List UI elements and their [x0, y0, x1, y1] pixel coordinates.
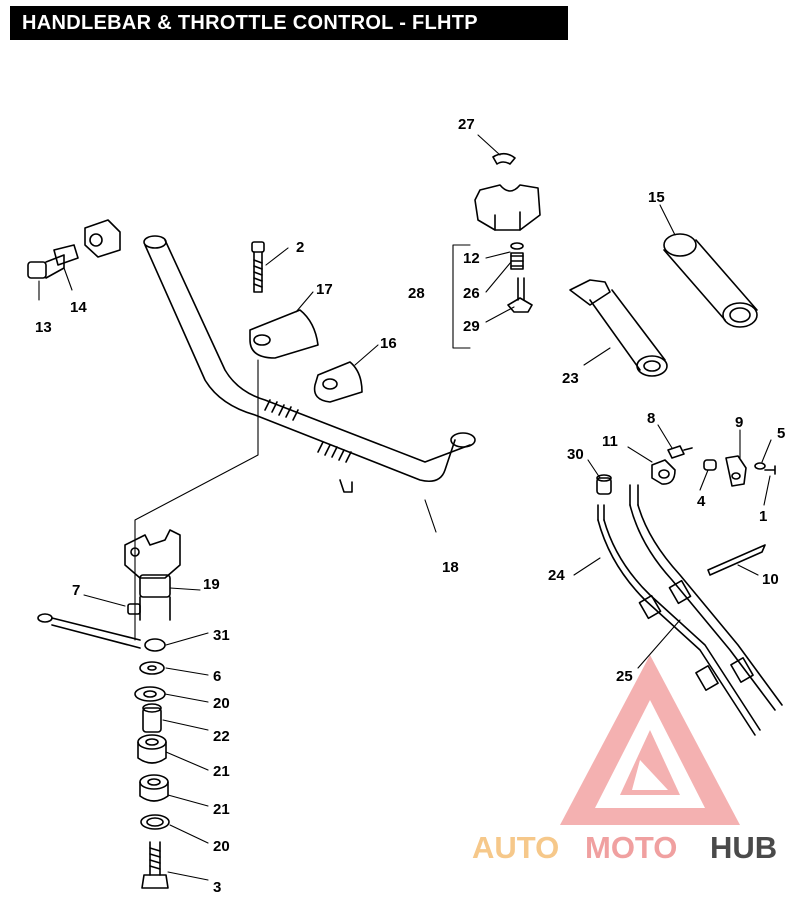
callout-20-lower: 20	[213, 838, 230, 855]
friction-screw-29	[507, 277, 533, 313]
callout-21-upper: 21	[213, 763, 230, 780]
sleeve-22	[142, 703, 162, 733]
watermark-text-auto: AUTO	[472, 830, 559, 865]
spring-26	[510, 252, 524, 270]
callout-2: 2	[296, 239, 304, 256]
bracket-9	[725, 455, 747, 487]
callout-6: 6	[213, 668, 221, 685]
throttle-grip-23	[569, 279, 668, 377]
grip-15	[663, 233, 758, 328]
callout-28: 28	[408, 285, 425, 302]
spring-12	[510, 242, 524, 250]
callout-16: 16	[380, 335, 397, 352]
callout-4: 4	[697, 493, 706, 510]
pin-8	[667, 445, 693, 459]
callout-11: 11	[602, 433, 618, 450]
washer-20-upper	[134, 686, 166, 702]
callout-13: 13	[35, 319, 52, 336]
callout-26: 26	[463, 285, 480, 302]
callout-22: 22	[213, 728, 230, 745]
bolt-3	[141, 841, 169, 889]
page-title: HANDLEBAR & THROTTLE CONTROL - FLHTP	[10, 6, 568, 40]
callout-9: 9	[735, 414, 743, 431]
callout-1: 1	[759, 508, 767, 525]
callout-24: 24	[548, 567, 565, 584]
callout-12: 12	[463, 250, 480, 267]
watermark-text-moto: MOTO	[585, 830, 677, 865]
watermark-logo	[560, 655, 740, 825]
clamp-lower	[313, 361, 363, 403]
throttle-screw-27	[492, 152, 516, 165]
callout-19: 19	[203, 576, 220, 593]
callout-14: 14	[70, 299, 87, 316]
bracket-28	[452, 244, 471, 349]
clip-11	[651, 459, 676, 485]
throttle-housing	[474, 184, 541, 231]
nut-7	[127, 603, 141, 615]
bushing-4	[703, 459, 717, 471]
assembly-leader-line	[134, 359, 259, 641]
callout-labels: 13 14 2 17 16 18 19 7 31 6 20 22 21 21 2…	[35, 116, 785, 896]
callout-25: 25	[616, 668, 633, 685]
washer-20-lower	[140, 814, 170, 830]
handlebar	[143, 235, 476, 493]
leader-lines	[38, 134, 772, 881]
callout-15: 15	[648, 189, 665, 206]
callout-17: 17	[316, 281, 333, 298]
cable-clip-10	[707, 544, 766, 576]
callout-23: 23	[562, 370, 579, 387]
watermark-text: AUTO MOTO HUB	[472, 830, 777, 865]
bushing-21-lower	[139, 774, 169, 802]
bushing-21-upper	[137, 734, 167, 764]
lever-31	[37, 613, 166, 652]
throttle-cable-24	[597, 504, 761, 736]
callout-29: 29	[463, 318, 480, 335]
clamp-upper	[249, 309, 319, 359]
riser	[124, 529, 181, 621]
callout-20-upper: 20	[213, 695, 230, 712]
callout-10: 10	[762, 571, 779, 588]
idle-cable-25	[629, 484, 783, 711]
screw-1	[764, 465, 776, 475]
callout-21-lower: 21	[213, 801, 230, 818]
callout-31: 31	[213, 627, 230, 644]
watermark-text-hub: HUB	[710, 830, 777, 865]
callout-5: 5	[777, 425, 785, 442]
callout-18: 18	[442, 559, 459, 576]
callout-27: 27	[458, 116, 475, 133]
callout-30: 30	[567, 446, 584, 463]
washer-5	[754, 462, 766, 470]
callout-3: 3	[213, 879, 221, 896]
ferrule-30	[596, 474, 612, 495]
callout-8: 8	[647, 410, 655, 427]
callout-7: 7	[72, 582, 80, 599]
crossover-fittings	[27, 219, 121, 279]
bolt-2	[251, 241, 265, 293]
washer-6	[139, 661, 165, 675]
